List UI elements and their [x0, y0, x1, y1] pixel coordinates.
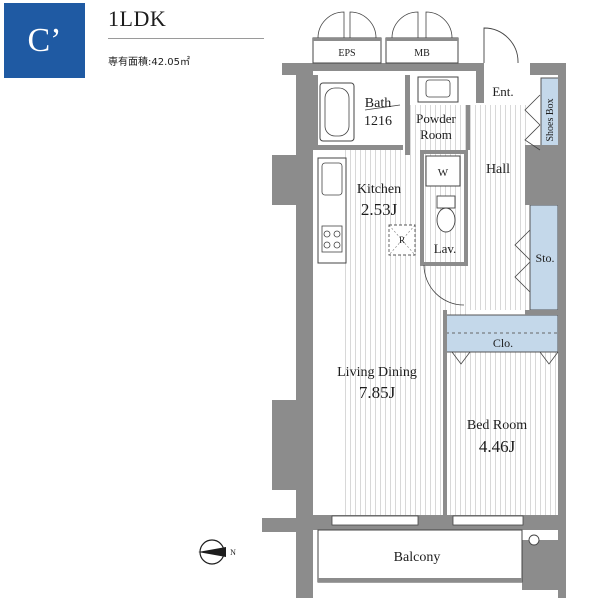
label-powder-1: Powder: [416, 111, 456, 126]
floor-area-separator: :: [148, 57, 152, 68]
label-living-size: 7.85J: [359, 383, 396, 402]
label-fridge: R: [399, 235, 405, 245]
label-washer: W: [438, 167, 449, 179]
kitchen-counter: [317, 157, 347, 264]
label-shoes-box: Shoes Box: [545, 98, 556, 141]
label-mb: MB: [414, 48, 430, 59]
label-living: Living Dining: [337, 365, 417, 380]
mb-shaft: [385, 11, 459, 64]
balcony-area: [317, 529, 540, 583]
floor-area-label: 専有面積: [108, 57, 148, 68]
walls: [262, 63, 566, 598]
toilet: [436, 195, 456, 233]
label-balcony: Balcony: [394, 550, 441, 565]
label-bedroom: Bed Room: [467, 418, 527, 433]
bathtub: [319, 82, 355, 142]
fridge-space: [388, 224, 416, 256]
powder-sink: [417, 76, 459, 103]
door-swings: [423, 94, 559, 365]
plan-badge-text: C’: [27, 21, 62, 59]
label-compass: N: [230, 548, 236, 557]
label-kitchen-size: 2.53J: [361, 200, 398, 219]
label-bedroom-size: 4.46J: [479, 437, 516, 456]
label-ent: Ent.: [492, 84, 513, 99]
label-lav: Lav.: [434, 241, 457, 256]
washer-space: [425, 155, 461, 187]
floor-area-value: 42.05㎡: [151, 57, 191, 68]
header-divider: [108, 38, 264, 39]
eps-shaft: [312, 11, 382, 64]
plan-type-title: 1LDK: [108, 6, 167, 31]
label-bath: Bath: [365, 96, 391, 111]
plan-badge: C’: [4, 3, 85, 78]
label-kitchen: Kitchen: [357, 182, 401, 197]
balcony-windows: [331, 515, 524, 526]
floor-area: 専有面積:42.05㎡: [108, 53, 190, 68]
entrance-door: [483, 27, 519, 64]
label-storage: Sto.: [535, 251, 554, 265]
label-eps: EPS: [338, 48, 355, 59]
label-hall: Hall: [486, 162, 510, 177]
label-powder-2: Room: [420, 127, 452, 142]
label-bath-size: 1216: [364, 114, 392, 129]
label-closet: Clo.: [493, 336, 513, 350]
compass-icon: [198, 539, 226, 565]
